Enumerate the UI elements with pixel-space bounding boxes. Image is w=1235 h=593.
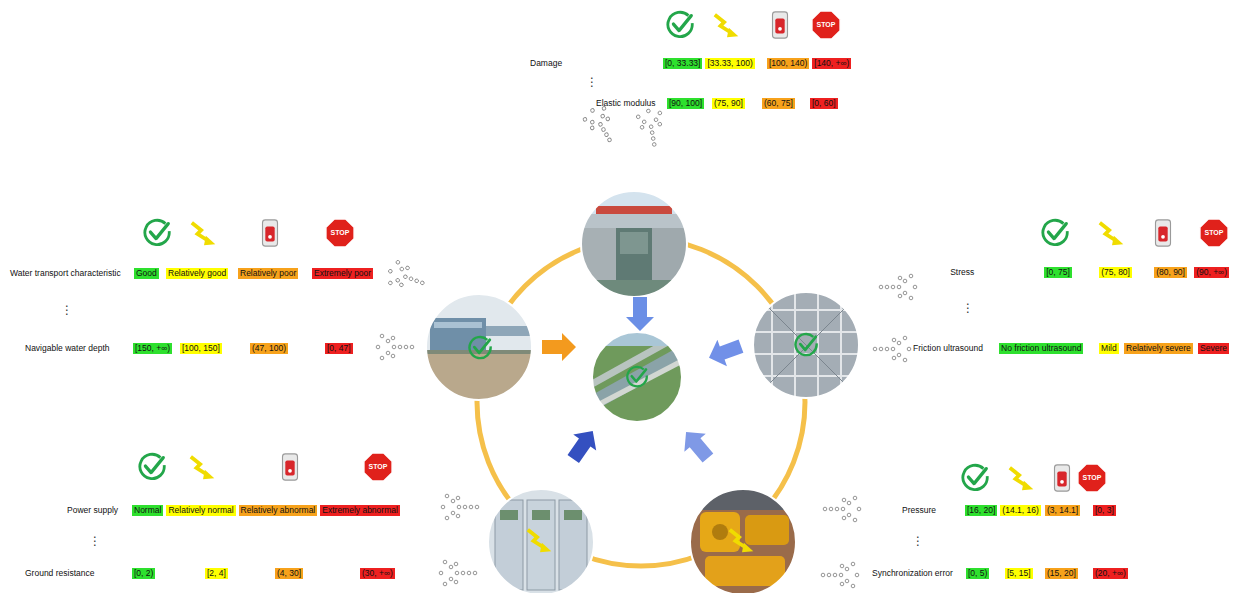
grade-cell: (90, +∞) [1194, 267, 1229, 278]
vertical-ellipsis: ⋮ [89, 535, 101, 548]
grade-cell: Normal [132, 505, 163, 516]
grade-cell: [90, 100] [667, 98, 704, 109]
grade-cell: (60, 75] [762, 98, 795, 109]
vertical-ellipsis: ⋮ [962, 302, 974, 315]
grade-cell: [0, 33.33] [663, 58, 702, 69]
grade-cell: [2, 4] [205, 568, 228, 579]
grade-cell: [100, 150] [180, 343, 222, 354]
grade-cell: Relatively abnormal [239, 505, 318, 516]
grade-cell: [0, 75] [1044, 267, 1072, 278]
grade-cell: (75, 80] [1099, 267, 1132, 278]
grade-cell: Severe [1198, 343, 1229, 354]
grade-cell: [0, 2) [132, 568, 155, 579]
grade-cell: (80, 90] [1154, 267, 1187, 278]
stop-sign-text: STOP [1205, 229, 1224, 237]
grade-cell: (47, 100) [250, 343, 288, 354]
stop-sign-text: STOP [1083, 474, 1102, 482]
indicator-name: Stress [950, 267, 974, 278]
grade-cell: [150, +∞) [133, 343, 172, 354]
grade-cell: (20, +∞) [1093, 568, 1128, 579]
grade-cell: [100, 140) [767, 58, 809, 69]
dotted-leaders [376, 102, 917, 587]
navigation-photo [425, 293, 536, 404]
grade-cell: Relatively good [166, 268, 228, 279]
grade-cell: No friction ultrasound [999, 343, 1083, 354]
grade-cell: (4, 30] [275, 568, 303, 579]
stop-sign-text: STOP [331, 229, 350, 237]
arrows [542, 297, 746, 467]
indicator-name: Damage [530, 58, 562, 69]
status-icons [140, 11, 1228, 492]
grade-cell: [5, 15] [1005, 568, 1033, 579]
grade-cell: Good [134, 268, 159, 279]
indicator-name: Elastic modulus [596, 98, 656, 109]
indicator-name: Water transport characteristic [10, 268, 121, 279]
grade-cell: [0, 60] [810, 98, 838, 109]
grade-cell: Extremely abnormal [320, 505, 400, 516]
grade-cell: [0, 5) [966, 568, 989, 579]
hydraulic-photo [689, 488, 799, 593]
indicator-name: Friction ultrasound [913, 343, 983, 354]
grade-cell: [0, 47] [325, 343, 353, 354]
indicator-name: Synchronization error [872, 568, 953, 579]
grade-cell: [0, 3] [1093, 505, 1116, 516]
grade-cell: (30, +∞) [360, 568, 395, 579]
grade-cell: (14.1, 16) [1000, 505, 1040, 516]
grade-cell: [33.33, 100) [705, 58, 754, 69]
steel-gate-photo [752, 291, 862, 401]
ship-lock-photo [592, 330, 682, 422]
indicator-name: Pressure [902, 505, 936, 516]
indicator-name: Navigable water depth [25, 343, 110, 354]
vertical-ellipsis: ⋮ [912, 535, 924, 548]
grade-cell: Mild [1099, 343, 1119, 354]
grade-cell: [16, 20] [965, 505, 997, 516]
grade-cell: Relatively severe [1124, 343, 1193, 354]
grade-cell: (75, 90] [712, 98, 745, 109]
vertical-ellipsis: ⋮ [586, 76, 598, 89]
stop-sign-text: STOP [369, 463, 388, 471]
indicator-name: Power supply [67, 505, 118, 516]
grade-cell: Extremely poor [312, 268, 373, 279]
grade-cell: Relatively normal [166, 505, 235, 516]
grade-cell: Relatively poor [238, 268, 298, 279]
vertical-ellipsis: ⋮ [61, 304, 73, 317]
cabinet-photo [487, 488, 597, 593]
gate-photo [580, 190, 692, 300]
indicator-name: Ground resistance [25, 568, 94, 579]
grade-cell: (3, 14.1] [1045, 505, 1080, 516]
grade-cell: (15, 20] [1045, 568, 1078, 579]
stop-sign-text: STOP [817, 21, 836, 29]
grade-cell: [140, +∞) [812, 58, 851, 69]
